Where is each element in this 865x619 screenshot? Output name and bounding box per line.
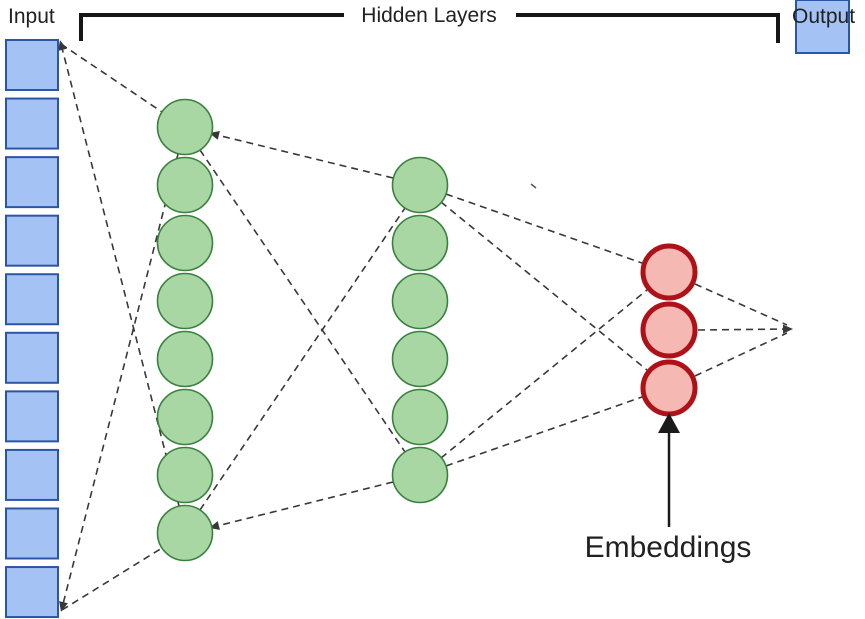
connection-line <box>60 43 180 507</box>
connection-line <box>440 201 648 371</box>
output-node <box>795 0 850 54</box>
input-node <box>5 390 59 443</box>
hidden-neuron <box>156 156 214 214</box>
input-node <box>5 97 59 150</box>
connection-line <box>60 43 163 113</box>
hidden-neuron <box>156 98 214 156</box>
hidden-neuron <box>156 446 214 504</box>
hidden-neuron <box>156 214 214 272</box>
connection-line <box>199 207 406 511</box>
connection-arrowhead-icon <box>58 40 67 51</box>
connection-line <box>445 396 643 467</box>
connection-line <box>694 283 788 326</box>
embedding-neuron <box>640 301 698 359</box>
input-node <box>5 448 59 501</box>
hidden-neuron <box>156 272 214 330</box>
embedding-neuron <box>640 359 698 417</box>
input-label: Input <box>8 5 55 28</box>
embeddings-label: Embeddings <box>585 531 752 564</box>
connection-line <box>199 149 406 453</box>
hidden-layers-label: Hidden Layers <box>361 4 496 27</box>
hidden-neuron <box>391 330 449 388</box>
hidden-neuron <box>391 446 449 504</box>
input-node <box>5 273 59 326</box>
hidden-neuron <box>391 156 449 214</box>
input-node <box>5 331 59 384</box>
hidden-neuron <box>391 214 449 272</box>
connection-line <box>694 332 788 377</box>
annotations-group <box>658 413 680 527</box>
hidden-neuron <box>156 388 214 446</box>
connection-line <box>440 289 648 459</box>
stray-mark <box>530 183 537 189</box>
embeddings-arrowhead-icon <box>658 413 680 433</box>
input-node <box>5 566 59 619</box>
connection-line <box>61 547 163 611</box>
connections-group <box>58 40 793 612</box>
hidden-neuron <box>156 330 214 388</box>
hidden-neuron <box>156 504 214 562</box>
input-node <box>5 507 59 560</box>
connection-line <box>61 153 179 609</box>
connection-line <box>212 481 394 528</box>
connection-arrowhead-icon <box>782 324 793 334</box>
nodes-group <box>5 0 850 619</box>
hidden-neuron <box>391 388 449 446</box>
input-node <box>5 214 59 267</box>
input-node <box>5 156 59 209</box>
embedding-neuron <box>640 243 698 301</box>
connection-arrowhead-icon <box>59 601 68 612</box>
hidden-layers-bracket <box>79 13 780 43</box>
connection-line <box>212 133 394 179</box>
connection-line <box>445 193 643 264</box>
input-node <box>5 39 59 91</box>
output-label: Output <box>792 5 855 28</box>
connection-line <box>697 328 790 331</box>
hidden-neuron <box>391 272 449 330</box>
